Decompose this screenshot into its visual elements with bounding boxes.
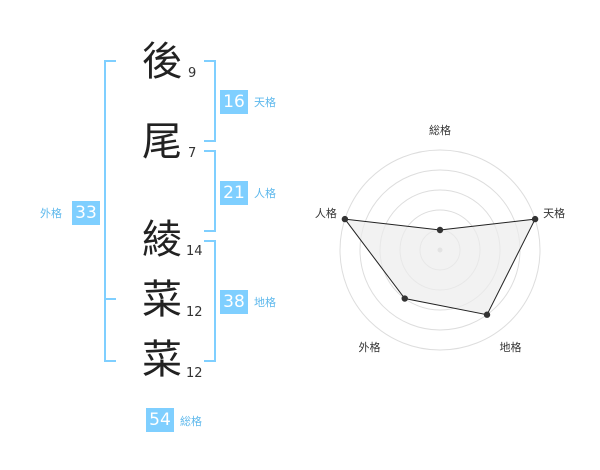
soukaku-label: 総格 <box>180 415 202 428</box>
stroke-count-2: 7 <box>188 146 197 161</box>
gaikaku-middle-tick <box>104 298 116 300</box>
radar-axis-label-2: 天格 <box>543 206 565 220</box>
radar-data-points <box>341 215 539 318</box>
name-char-3: 綾 <box>142 217 182 263</box>
radar-point-4 <box>401 295 408 302</box>
radar-ring-5 <box>339 149 541 351</box>
chikaku-label: 地格 <box>254 296 276 309</box>
name-char-4: 菜 <box>142 277 182 323</box>
jinkaku-value-badge: 21 <box>220 181 248 205</box>
name-char-1: 後 <box>142 39 182 85</box>
tenkaku-label: 天格 <box>254 96 276 109</box>
stroke-count-3: 14 <box>186 244 203 259</box>
stroke-count-4: 12 <box>186 305 203 320</box>
stroke-count-1: 9 <box>188 66 197 81</box>
chikaku-bracket <box>204 240 216 362</box>
name-char-2: 尾 <box>142 119 182 165</box>
radar-point-2 <box>531 215 539 223</box>
tenkaku-bracket <box>204 60 216 142</box>
radar-point-1 <box>436 226 444 234</box>
radar-axis-label-1: 総格 <box>429 123 451 137</box>
gaikaku-value-badge: 33 <box>72 201 100 225</box>
jinkaku-bracket <box>204 150 216 232</box>
name-char-5: 菜 <box>142 337 182 383</box>
radar-point-5 <box>341 215 349 223</box>
soukaku-value-badge: 54 <box>146 408 174 432</box>
radar-axis-label-5: 人格 <box>315 206 337 220</box>
jinkaku-label: 人格 <box>254 187 276 200</box>
chikaku-value-badge: 38 <box>220 290 248 314</box>
radar-axis-label-3: 地格 <box>500 340 522 354</box>
radar-axis-label-4: 外格 <box>358 340 380 354</box>
gaikaku-label: 外格 <box>40 207 62 220</box>
radar-data-polygon <box>343 218 536 316</box>
stroke-count-5: 12 <box>186 366 203 381</box>
radar-point-3 <box>483 311 491 318</box>
gaikaku-bracket <box>104 60 116 362</box>
tenkaku-value-badge: 16 <box>220 90 248 114</box>
